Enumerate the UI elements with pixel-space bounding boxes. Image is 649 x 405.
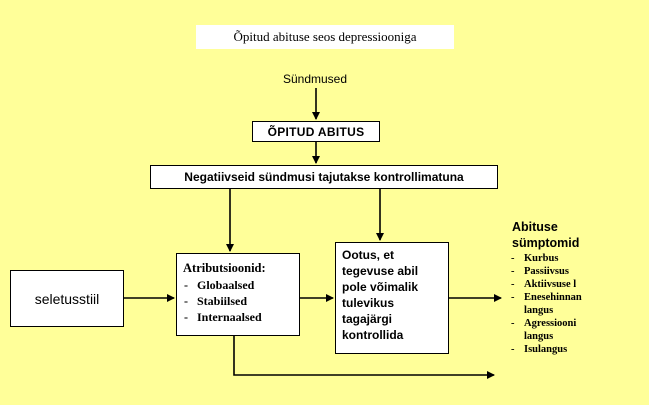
- ootus-line: tagajärgi: [342, 312, 393, 326]
- list-item: Internaalsed: [183, 309, 299, 325]
- arrow-atributsioonid-to-symptoms: [233, 336, 495, 379]
- atributsioonid-list: Globaalsed Stabiilsed Internaalsed: [183, 277, 299, 325]
- ootus-line: Ootus, et: [342, 248, 395, 262]
- atributsioonid-heading: Atributsioonid:: [183, 261, 266, 275]
- diagram-title: Õpitud abituse seos depressiooniga: [196, 25, 454, 49]
- list-item: Passiivsus: [511, 265, 649, 278]
- symptoms-heading-line: Abituse: [512, 220, 558, 234]
- symptoms-heading-line: sümptomid: [512, 236, 580, 250]
- symptoms-heading: Abituse sümptomid: [512, 219, 649, 251]
- list-item: Isulangus: [511, 343, 649, 356]
- list-item: Aktiivsuse l: [511, 278, 649, 291]
- list-item: Globaalsed: [183, 277, 299, 293]
- list-item: Kurbus: [511, 252, 649, 265]
- ootus-line: kontrollida: [342, 328, 404, 342]
- source-label: Sündmused: [282, 72, 348, 86]
- symptoms-list: Kurbus Passiivsus Aktiivsuse l Enesehinn…: [511, 252, 649, 356]
- box-seletusstiil: seletusstiil: [10, 270, 124, 327]
- box-opitud-abitus: ÕPITUD ABITUS: [252, 121, 380, 142]
- ootus-line: tulevikus: [342, 296, 395, 310]
- list-item: Stabiilsed: [183, 293, 299, 309]
- box-atributsioonid: Atributsioonid: Globaalsed Stabiilsed In…: [176, 253, 300, 336]
- ootus-line: pole võimalik: [342, 280, 419, 294]
- ootus-line: tegevuse abil: [342, 264, 419, 278]
- box-ootus: Ootus, et tegevuse abil pole võimalik tu…: [335, 242, 449, 354]
- box-negatiivseid-sundmusi: Negatiivseid sündmusi tajutakse kontroll…: [150, 165, 498, 189]
